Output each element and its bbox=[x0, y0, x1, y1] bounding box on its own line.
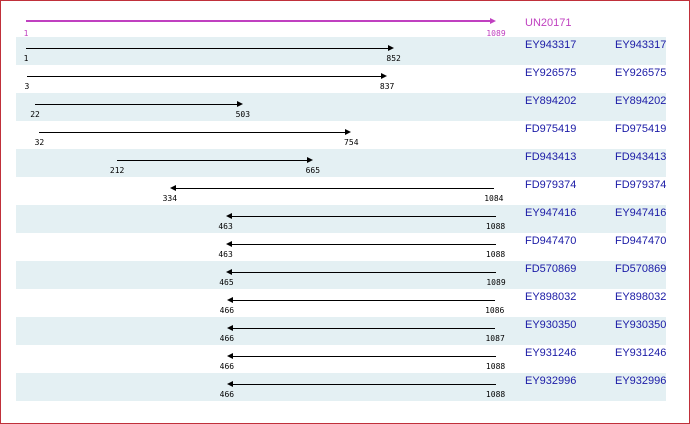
accession-link[interactable]: EY931246 bbox=[525, 347, 577, 359]
accession-link[interactable]: FD979374 bbox=[525, 179, 577, 191]
reference-start-label: 1 bbox=[23, 29, 29, 38]
accession-link-secondary[interactable]: FD570869 bbox=[615, 263, 667, 275]
alignment-bar bbox=[231, 328, 496, 329]
accession-link[interactable]: EY930350 bbox=[525, 319, 577, 331]
arrow-left-icon bbox=[169, 185, 176, 191]
accession-link-secondary[interactable]: FD979374 bbox=[615, 179, 667, 191]
alignment-end-label: 1088 bbox=[485, 250, 506, 259]
alignment-bar bbox=[231, 300, 495, 301]
alignment-start-label: 22 bbox=[30, 110, 40, 119]
alignment-end-label: 1086 bbox=[485, 306, 505, 315]
alignment-start-label: 463 bbox=[218, 222, 233, 231]
arrow-left-icon bbox=[225, 213, 232, 219]
reference-end-label: 1089 bbox=[486, 29, 506, 38]
alignment-start-label: 465 bbox=[219, 278, 234, 287]
alignment-end-label: 837 bbox=[379, 82, 395, 91]
alignment-bar bbox=[231, 272, 496, 273]
arrow-left-icon bbox=[226, 269, 233, 275]
alignment-bar bbox=[231, 384, 496, 385]
alignment-bar bbox=[26, 48, 389, 49]
alignment-start-label: 466 bbox=[219, 362, 235, 371]
alignment-row: 466 1087 EY930350 EY930350 bbox=[16, 317, 666, 345]
alignment-row: 1 852 EY943317 EY943317 bbox=[16, 37, 666, 65]
alignment-row: 32 754 FD975419 FD975419 bbox=[16, 121, 667, 149]
alignment-row: 466 1086 EY898032 EY898032 bbox=[16, 289, 667, 317]
reference-row: 1 1089 UN20171 bbox=[16, 9, 666, 38]
alignment-start-label: 1 bbox=[23, 54, 29, 63]
alignment-end-label: 665 bbox=[305, 166, 321, 175]
reference-arrowhead-icon bbox=[490, 18, 496, 24]
alignment-start-label: 466 bbox=[219, 390, 235, 399]
alignment-end-label: 852 bbox=[386, 54, 401, 63]
alignment-start-label: 466 bbox=[219, 334, 235, 343]
accession-link-secondary[interactable]: FD947470 bbox=[615, 235, 667, 247]
alignment-start-label: 466 bbox=[219, 306, 235, 315]
arrow-left-icon bbox=[226, 353, 233, 359]
alignment-row: 466 1088 EY931246 EY931246 bbox=[16, 345, 667, 373]
accession-link-secondary[interactable]: EY898032 bbox=[615, 291, 667, 303]
accession-link[interactable]: FD975419 bbox=[525, 123, 577, 135]
alignment-end-label: 1087 bbox=[485, 334, 505, 343]
alignment-start-label: 334 bbox=[162, 194, 178, 203]
alignment-end-label: 1088 bbox=[485, 222, 506, 231]
accession-link[interactable]: EY947416 bbox=[525, 207, 577, 219]
alignment-row: 466 1088 EY932996 EY932996 bbox=[16, 373, 666, 401]
alignment-row: 334 1084 FD979374 FD979374 bbox=[16, 177, 667, 205]
alignment-start-label: 3 bbox=[24, 82, 30, 91]
alignment-bar bbox=[230, 244, 496, 245]
alignment-row: 465 1089 FD570869 FD570869 bbox=[16, 261, 666, 289]
arrow-right-icon bbox=[387, 45, 394, 51]
alignment-row: 22 503 EY894202 EY894202 bbox=[16, 93, 666, 121]
accession-link[interactable]: FD947470 bbox=[525, 235, 577, 247]
alignment-bar bbox=[35, 104, 238, 105]
arrow-right-icon bbox=[345, 129, 352, 135]
alignment-bar bbox=[117, 160, 308, 161]
accession-link-secondary[interactable]: EY930350 bbox=[615, 319, 667, 331]
alignment-end-label: 1089 bbox=[486, 278, 506, 287]
accession-link-secondary[interactable]: EY894202 bbox=[615, 95, 667, 107]
reference-id: UN20171 bbox=[525, 17, 572, 29]
accession-link-secondary[interactable]: EY947416 bbox=[615, 207, 667, 219]
arrow-left-icon bbox=[226, 381, 233, 387]
alignment-start-label: 32 bbox=[34, 138, 45, 147]
alignment-row: 3 837 EY926575 EY926575 bbox=[16, 65, 666, 93]
accession-link-secondary[interactable]: FD975419 bbox=[615, 123, 667, 135]
alignment-end-label: 754 bbox=[344, 138, 359, 147]
alignment-end-label: 1084 bbox=[484, 194, 504, 203]
accession-link[interactable]: EY932996 bbox=[525, 375, 577, 387]
accession-link-secondary[interactable]: EY931246 bbox=[615, 347, 667, 359]
accession-link[interactable]: EY898032 bbox=[525, 291, 577, 303]
alignment-bar bbox=[230, 216, 496, 217]
alignment-bar bbox=[39, 132, 347, 133]
arrow-right-icon bbox=[306, 157, 313, 163]
accession-link[interactable]: FD570869 bbox=[525, 263, 577, 275]
alignment-row: 463 1088 EY947416 EY947416 bbox=[16, 205, 666, 233]
accession-link[interactable]: EY926575 bbox=[525, 67, 577, 79]
alignment-end-label: 503 bbox=[235, 110, 251, 119]
accession-link[interactable]: EY894202 bbox=[525, 95, 577, 107]
alignment-end-label: 1088 bbox=[485, 362, 506, 371]
alignment-bar bbox=[231, 356, 496, 357]
alignment-bar bbox=[26, 76, 383, 77]
arrow-right-icon bbox=[236, 101, 243, 107]
alignment-row: 212 665 FD943413 FD943413 bbox=[16, 149, 666, 177]
alignment-bar bbox=[174, 188, 494, 189]
accession-link[interactable]: FD943413 bbox=[525, 151, 577, 163]
accession-link-secondary[interactable]: EY943317 bbox=[615, 39, 667, 51]
accession-link-secondary[interactable]: EY932996 bbox=[615, 375, 667, 387]
alignment-row: 463 1088 FD947470 FD947470 bbox=[16, 233, 666, 261]
arrow-right-icon bbox=[381, 73, 388, 79]
reference-bar bbox=[26, 20, 492, 22]
accession-link-secondary[interactable]: EY926575 bbox=[615, 67, 667, 79]
accession-link-secondary[interactable]: FD943413 bbox=[615, 151, 667, 163]
arrow-left-icon bbox=[226, 297, 233, 303]
accession-link[interactable]: EY943317 bbox=[525, 39, 577, 51]
alignment-start-label: 212 bbox=[109, 166, 125, 175]
arrow-left-icon bbox=[226, 325, 233, 331]
arrow-left-icon bbox=[225, 241, 232, 247]
alignment-end-label: 1088 bbox=[485, 390, 506, 399]
alignment-start-label: 463 bbox=[218, 250, 233, 259]
